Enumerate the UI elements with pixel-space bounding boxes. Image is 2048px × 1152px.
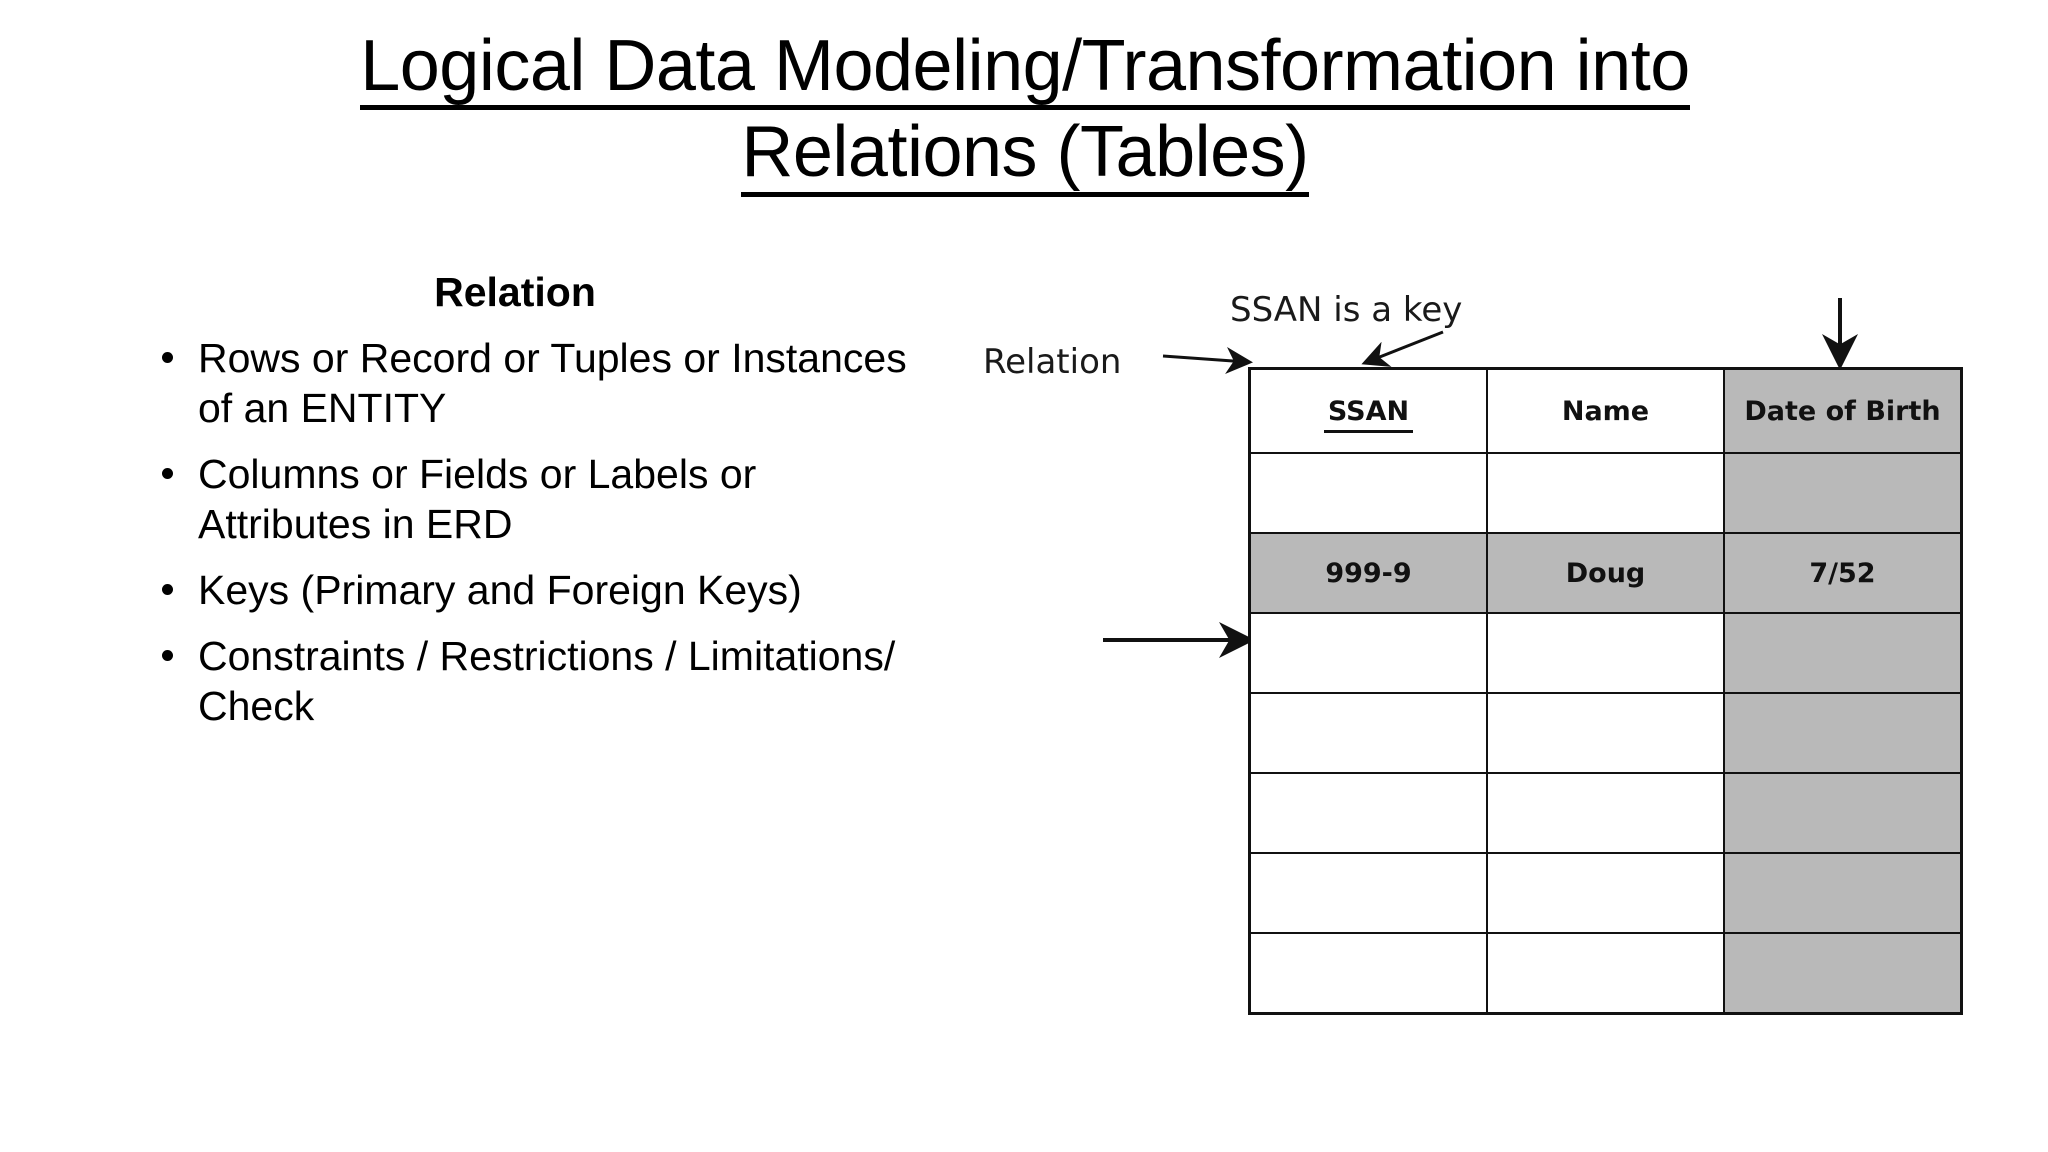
table-row xyxy=(1248,612,1963,694)
table-row xyxy=(1248,452,1963,534)
list-item-label: Columns or Fields or Labels or Attribute… xyxy=(198,451,757,548)
list-item: Rows or Record or Tuples or Instances of… xyxy=(120,333,910,433)
bullet-dot-icon xyxy=(162,468,173,480)
content-column: Relation Rows or Record or Tuples or Ins… xyxy=(120,269,910,747)
table-cell-ssan: 999-9 xyxy=(1248,532,1488,614)
table-header-cell-ssan: SSAN xyxy=(1248,367,1488,454)
list-item-label: Rows or Record or Tuples or Instances of… xyxy=(198,335,907,432)
page-title-line-1: Logical Data Modeling/Transformation int… xyxy=(360,29,1690,111)
table-cell-name xyxy=(1486,452,1725,534)
page-title: Logical Data Modeling/Transformation int… xyxy=(160,29,1890,197)
table-cell-date-of-birth xyxy=(1723,772,1963,854)
table-cell-name xyxy=(1486,852,1725,934)
page-title-line-2: Relations (Tables) xyxy=(741,116,1309,197)
table-row xyxy=(1248,692,1963,774)
table-cell-name xyxy=(1486,772,1725,854)
table-row xyxy=(1248,772,1963,854)
table-cell-date-of-birth xyxy=(1723,612,1963,694)
bullet-dot-icon xyxy=(162,584,173,596)
table-cell-ssan xyxy=(1248,452,1488,534)
table-cell-name: Doug xyxy=(1486,532,1725,614)
arrow-relation xyxy=(1162,347,1253,374)
list-item: Columns or Fields or Labels or Attribute… xyxy=(120,449,910,549)
table-cell-ssan xyxy=(1248,692,1488,774)
bullet-list: Rows or Record or Tuples or Instances of… xyxy=(120,333,910,731)
table-cell-ssan xyxy=(1248,772,1488,854)
annotation-ssan-key-label: SSAN is a key xyxy=(1230,290,1463,330)
annotation-relation-label: Relation xyxy=(983,342,1122,382)
table-cell-date-of-birth xyxy=(1723,452,1963,534)
table-cell-name xyxy=(1486,692,1725,774)
bullet-dot-icon xyxy=(162,352,173,364)
table-cell-ssan xyxy=(1248,612,1488,694)
table-cell-name xyxy=(1486,932,1725,1015)
table-cell-date-of-birth xyxy=(1723,692,1963,774)
relation-diagram-figure: Relation SSAN is a key SSAN xyxy=(975,290,1985,1080)
table-cell-ssan xyxy=(1248,932,1488,1015)
list-item: Constraints / Restrictions / Limitations… xyxy=(120,631,910,731)
table-cell-ssan xyxy=(1248,852,1488,934)
table-row xyxy=(1248,932,1963,1015)
relation-table: SSAN Name Date of Birth 999-9 Doug 7/52 xyxy=(1248,367,1963,1015)
list-item-label: Constraints / Restrictions / Limitations… xyxy=(198,633,896,730)
table-cell-date-of-birth: 7/52 xyxy=(1723,532,1963,614)
list-item: Keys (Primary and Foreign Keys) xyxy=(120,565,910,615)
primary-key-header-label: SSAN xyxy=(1323,395,1414,433)
section-heading: Relation xyxy=(434,269,596,315)
table-cell-date-of-birth xyxy=(1723,932,1963,1015)
table-row xyxy=(1248,852,1963,934)
table-cell-date-of-birth xyxy=(1723,852,1963,934)
table-cell-name xyxy=(1486,612,1725,694)
list-item-label: Keys (Primary and Foreign Keys) xyxy=(198,567,802,614)
table-header-row: SSAN Name Date of Birth xyxy=(1248,367,1963,454)
arrow-ssan-key xyxy=(1361,330,1444,367)
table-header-cell-name: Name xyxy=(1486,367,1725,454)
table-row-highlighted: 999-9 Doug 7/52 xyxy=(1248,532,1963,614)
table-header-cell-date-of-birth: Date of Birth xyxy=(1723,367,1963,454)
bullet-dot-icon xyxy=(162,650,173,662)
